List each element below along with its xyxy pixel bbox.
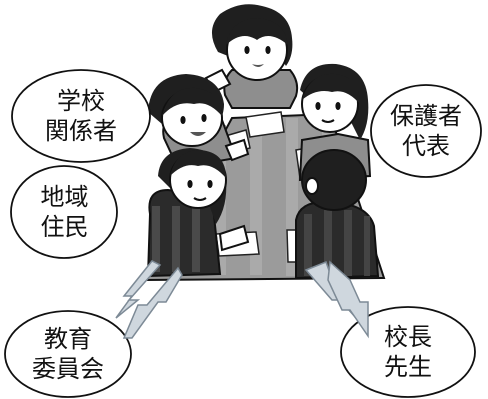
- girl-top-figure: [204, 4, 299, 109]
- bubble-outline-board-of-education: [4, 310, 132, 398]
- boy-lower-right-figure: [295, 149, 380, 280]
- two-way-arrow-icon: [115, 260, 183, 339]
- girl-lower-left-figure: [146, 148, 250, 278]
- two-way-arrow-icon: [304, 260, 369, 339]
- bubble-outline-guardian-rep: [370, 84, 482, 178]
- bubble-outline-school-staff: [11, 69, 151, 163]
- paper-sheet: [245, 111, 285, 138]
- bubble-outline-principal: [340, 306, 476, 398]
- bubble-outline-local-resident: [10, 165, 118, 259]
